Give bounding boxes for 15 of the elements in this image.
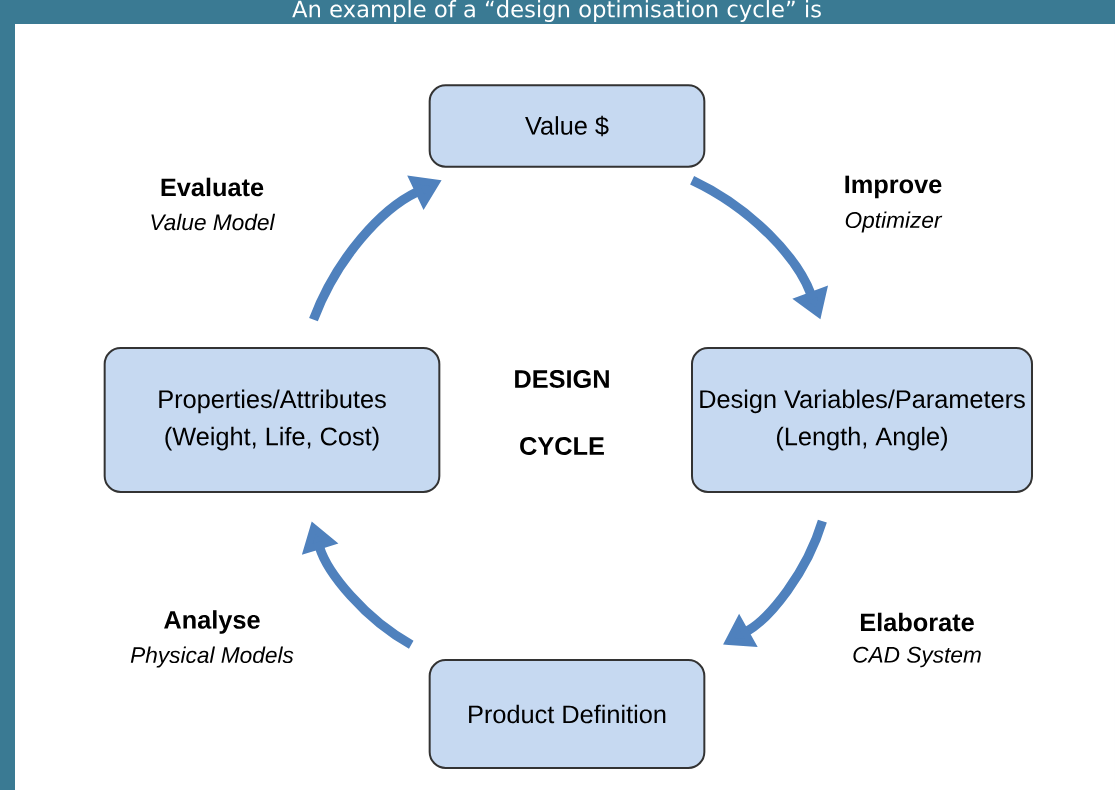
step-label: Improve: [845, 175, 942, 199]
tool-label: Value Model: [151, 213, 276, 231]
tool-label: Optimizer: [845, 211, 943, 233]
center-label: CYCLE: [520, 437, 604, 455]
process-box: Value $: [428, 84, 706, 168]
process-box: Product Definition: [428, 659, 706, 769]
center-label: DESIGN: [515, 370, 609, 388]
process-box: Properties/Attributes (Weight, Life, Cost): [103, 347, 441, 493]
tool-label: CAD System: [853, 646, 981, 668]
process-box: Design Variables/Parameters (Length, Angle): [691, 347, 1033, 493]
step-label: Elaborate: [861, 612, 974, 632]
step-label: Evaluate: [161, 177, 264, 197]
title: An example of a “design optimisation cycle” is: [292, 0, 821, 22]
step-label: Analyse: [164, 610, 260, 634]
tool-label: Physical Models: [130, 646, 294, 668]
